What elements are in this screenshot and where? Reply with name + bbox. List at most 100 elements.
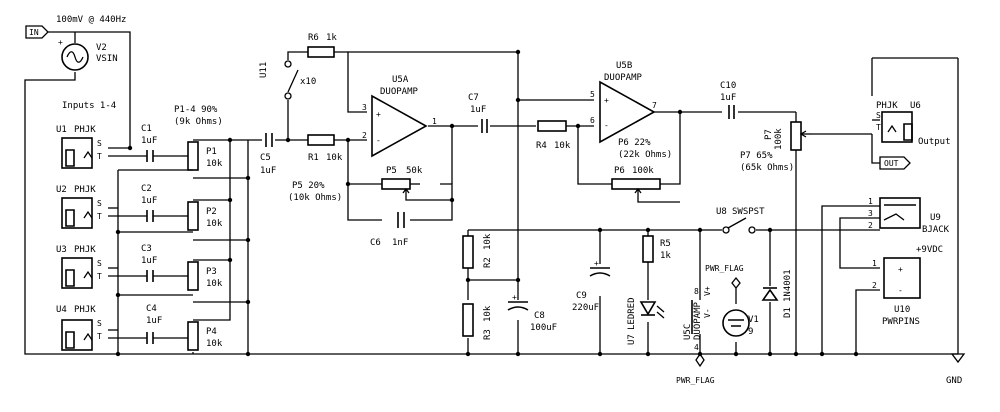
svg-text:R6: R6	[308, 33, 319, 43]
svg-text:100k: 100k	[632, 166, 654, 176]
svg-text:1uF: 1uF	[146, 316, 162, 326]
svg-text:T: T	[97, 152, 102, 161]
jack-u6: PHJK U6 S T Output	[876, 101, 951, 147]
svg-text:R2: R2	[483, 257, 493, 268]
svg-text:U11: U11	[259, 62, 269, 78]
svg-text:+: +	[594, 259, 599, 268]
svg-text:2: 2	[868, 221, 873, 230]
svg-text:LEDRED: LEDRED	[627, 297, 637, 330]
svg-text:S: S	[97, 199, 102, 208]
svg-text:U5B: U5B	[616, 61, 632, 71]
svg-text:V1: V1	[748, 315, 759, 325]
resistor-r5: R5 1k	[642, 235, 671, 263]
svg-text:220uF: 220uF	[572, 303, 599, 313]
svg-text:P1: P1	[206, 147, 217, 157]
v2-value: VSIN	[96, 54, 118, 64]
svg-text:C7: C7	[468, 93, 479, 103]
p5-setting: P5 20%	[292, 181, 325, 191]
svg-text:C5: C5	[260, 153, 271, 163]
svg-text:5: 5	[590, 90, 595, 99]
wires	[24, 31, 959, 355]
svg-text:S: S	[876, 111, 881, 120]
switch-u11: U11 x10	[259, 60, 316, 100]
svg-text:10k: 10k	[483, 305, 493, 322]
resistor-r6: R6 1k	[307, 33, 337, 58]
p7-setting: P7 65%	[740, 151, 773, 161]
svg-text:+: +	[512, 293, 517, 302]
svg-text:1uF: 1uF	[141, 256, 157, 266]
svg-text:P2: P2	[206, 207, 217, 217]
pot-p5: P5 50k P5 20% (10k Ohms)	[288, 166, 423, 203]
source-label: 100mV @ 440Hz	[56, 15, 126, 25]
input-port-label: IN	[29, 28, 39, 37]
svg-text:1k: 1k	[660, 251, 671, 261]
output-port: OUT	[879, 156, 911, 170]
svg-text:-: -	[604, 121, 609, 130]
svg-text:PHJK: PHJK	[876, 101, 898, 111]
svg-text:S: S	[97, 139, 102, 148]
svg-text:C8: C8	[534, 311, 545, 321]
v2-ref: V2	[96, 43, 107, 53]
cap-c10: C10 1uF	[720, 81, 736, 119]
svg-text:C10: C10	[720, 81, 736, 91]
resistor-r1: R1 10k	[307, 134, 343, 163]
svg-text:10k: 10k	[326, 153, 343, 163]
input-port: IN	[25, 25, 49, 39]
cap-c8: + C8 100uF	[507, 293, 557, 333]
svg-text:SWSPST: SWSPST	[732, 207, 765, 217]
p5-setting-value: (10k Ohms)	[288, 193, 342, 203]
cap-c6: C6 1nF	[370, 212, 408, 248]
resistor-r3: R3 10k	[462, 303, 493, 340]
svg-text:-: -	[376, 136, 381, 145]
cap-c4: C4 1uF	[140, 304, 162, 344]
u3-value: PHJK	[74, 245, 96, 255]
pot-p3: P3 10k	[182, 261, 223, 291]
diode-d1: D1 1N4001	[761, 269, 793, 318]
gnd-label: GND	[946, 376, 962, 386]
svg-text:10k: 10k	[206, 279, 223, 289]
svg-text:1: 1	[868, 197, 873, 206]
svg-text:1uF: 1uF	[470, 105, 486, 115]
opamp-u5a: + - 3 2 1 U5A DUOPAMP	[362, 75, 437, 158]
svg-text:+: +	[58, 38, 63, 47]
pwr-flag-bottom-label: PWR_FLAG	[676, 376, 715, 385]
pot-common-label: P1-4 90%	[174, 105, 218, 115]
svg-text:3: 3	[868, 209, 873, 218]
output-port-label: OUT	[884, 159, 899, 168]
svg-text:2: 2	[872, 281, 877, 290]
jack-u2: U2 PHJK S T	[56, 185, 102, 229]
svg-text:T: T	[97, 332, 102, 341]
pwr-flag-top: PWR_FLAG	[705, 264, 744, 290]
svg-text:DUOPAMP: DUOPAMP	[604, 73, 643, 83]
svg-text:10k: 10k	[206, 219, 223, 229]
svg-text:T: T	[97, 272, 102, 281]
svg-text:+: +	[604, 96, 609, 105]
svg-text:C2: C2	[141, 184, 152, 194]
u4-value: PHJK	[74, 305, 96, 315]
svg-text:1k: 1k	[326, 33, 337, 43]
inputs-title: Inputs 1-4	[62, 101, 116, 111]
svg-text:C4: C4	[146, 304, 157, 314]
svg-text:4: 4	[694, 343, 699, 352]
pot-p4: P4 10k	[182, 321, 223, 351]
svg-text:7: 7	[652, 101, 657, 110]
resistor-r4: R4 10k	[536, 120, 571, 151]
cap-c2: C2 1uF	[140, 184, 158, 222]
svg-text:100uF: 100uF	[530, 323, 557, 333]
svg-text:1: 1	[872, 259, 877, 268]
svg-text:BJACK: BJACK	[922, 225, 950, 235]
svg-text:D1: D1	[783, 307, 793, 318]
svg-text:U6: U6	[910, 101, 921, 111]
svg-text:1uF: 1uF	[141, 136, 157, 146]
cap-c9: + C9 220uF	[572, 259, 611, 313]
u2-ref: U2	[56, 185, 67, 195]
pot-p7: P7 100k P7 65% (65k Ohms)	[740, 121, 812, 173]
pwr-flag-top-label: PWR_FLAG	[705, 264, 744, 273]
svg-text:V+: V+	[703, 286, 712, 296]
jack-u3: U3 PHJK S T	[56, 245, 102, 289]
svg-text:C1: C1	[141, 124, 152, 134]
u1-value: PHJK	[74, 125, 96, 135]
led-u7: U7 LEDRED	[627, 297, 665, 345]
svg-text:1uF: 1uF	[141, 196, 157, 206]
svg-text:C9: C9	[576, 291, 587, 301]
